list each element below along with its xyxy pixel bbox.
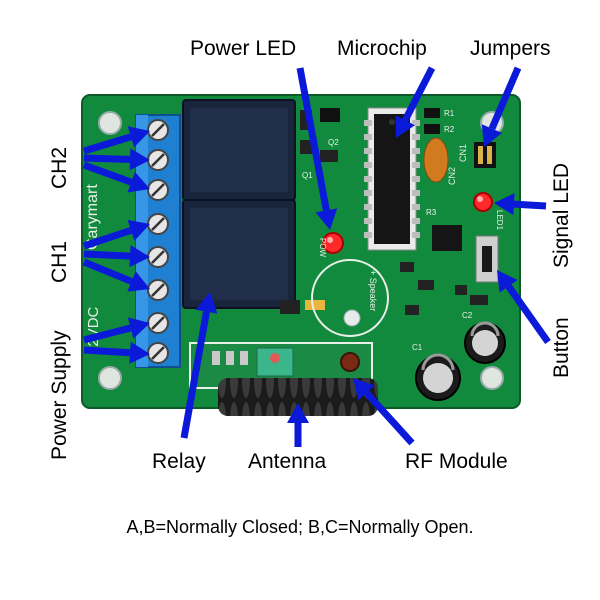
callout-arrow — [180, 292, 218, 439]
terminal-screw — [147, 279, 169, 301]
label-ch1: CH1 — [48, 241, 71, 283]
label-microchip: Microchip — [337, 37, 427, 60]
q1-silkscreen: Q1 — [302, 171, 313, 180]
terminal-screw — [147, 312, 169, 334]
callout-arrow — [395, 66, 436, 138]
callout-arrow — [353, 378, 415, 446]
r3-silkscreen: R3 — [426, 208, 437, 217]
callout-arrow — [83, 317, 150, 344]
relay-top — [182, 99, 296, 201]
callout-arrow — [83, 148, 150, 171]
callout-arrow — [494, 193, 547, 216]
speaker-silkscreen: + Speaker — [368, 270, 378, 311]
push-button — [475, 235, 499, 283]
r2-silkscreen: R2 — [444, 125, 455, 134]
pow-silkscreen: POW — [318, 238, 327, 258]
label-button: Button — [550, 317, 573, 378]
mounting-hole — [98, 366, 122, 390]
terminal-screw — [147, 246, 169, 268]
relay-bottom — [182, 199, 296, 309]
label-power-supply: Power Supply — [48, 330, 71, 460]
label-relay: Relay — [152, 450, 206, 473]
speaker-outline: + Speaker — [311, 259, 389, 337]
antenna-coil — [218, 378, 378, 416]
terminal-screw — [147, 342, 169, 364]
q2-silkscreen: Q2 — [328, 138, 339, 147]
ceramic-capacitor — [423, 137, 449, 183]
callout-arrow — [82, 219, 150, 250]
terminal-screw — [147, 213, 169, 235]
mounting-hole — [480, 366, 504, 390]
label-ch2: CH2 — [48, 147, 71, 189]
label-power-led: Power LED — [190, 37, 296, 60]
microchip — [364, 107, 420, 251]
callout-arrow — [497, 270, 551, 345]
c1-silkscreen: C1 — [412, 343, 423, 352]
r1-silkscreen: R1 — [444, 109, 455, 118]
callout-arrow — [481, 66, 522, 147]
callout-arrow — [82, 258, 150, 292]
label-jumpers: Jumpers — [470, 37, 551, 60]
rf-coil — [340, 352, 360, 372]
callout-arrow — [296, 67, 338, 230]
cn1-silkscreen: CN1 — [458, 144, 468, 162]
callout-arrow — [82, 161, 150, 193]
terminal-screw — [147, 149, 169, 171]
terminal-screw — [147, 179, 169, 201]
label-antenna: Antenna — [248, 450, 327, 473]
callout-arrow — [83, 341, 150, 364]
callout-arrows — [82, 66, 551, 447]
resistors: R1 R2 — [424, 108, 455, 134]
callout-arrow — [82, 126, 150, 155]
electrolytic-capacitor-left: C1 — [412, 343, 461, 401]
c2-silkscreen: C2 — [462, 311, 473, 320]
signal-led: LED1 — [473, 192, 504, 231]
callout-arrow — [287, 403, 309, 447]
smd-components: Q1 Q2 R3 C2 — [280, 108, 488, 320]
power-led: POW — [318, 232, 344, 258]
electrolytic-capacitor-right — [464, 321, 506, 364]
footnote: A,B=Normally Closed; B,C=Normally Open. — [126, 517, 473, 537]
cn2-silkscreen: CN2 — [447, 167, 457, 185]
brand-silkscreen: Carymart — [84, 184, 101, 250]
mounting-hole — [98, 111, 122, 135]
label-signal-led: Signal LED — [550, 163, 573, 268]
terminal-screw — [147, 119, 169, 141]
voltage-silkscreen: 12VDC — [85, 306, 102, 355]
led1-silkscreen: LED1 — [495, 210, 504, 231]
label-rf-module: RF Module — [405, 450, 508, 473]
callout-arrow — [83, 245, 150, 268]
smd-ic — [432, 225, 462, 251]
jumpers-header: CN2 CN1 — [447, 142, 496, 185]
